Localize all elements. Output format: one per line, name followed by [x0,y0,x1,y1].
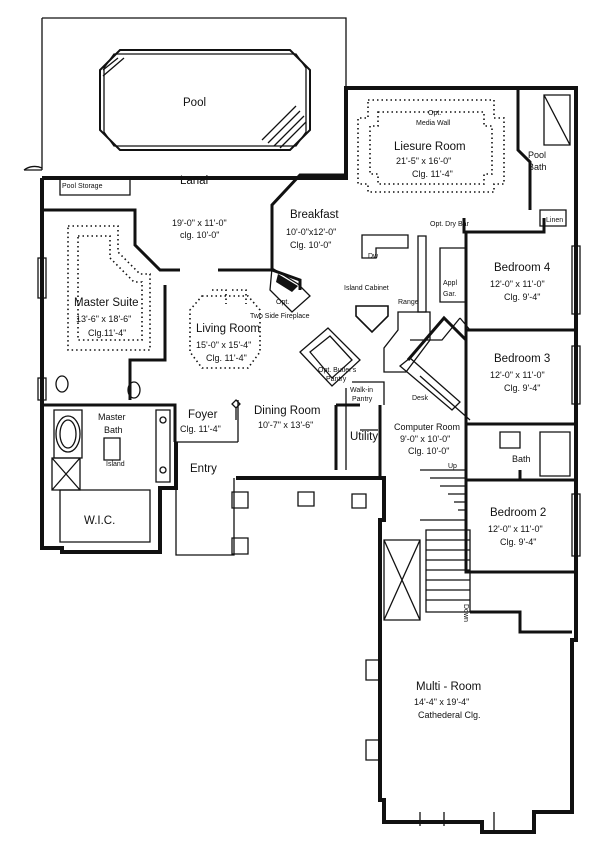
stairs-up-label: Up [448,463,457,470]
room-labels: Pool Storage Lanai 19'-0" x 11'-0" clg. … [62,110,563,720]
range-label: Range [398,299,419,306]
bath-label: Bath [512,454,531,464]
dry-bar-label: Opt. Dry Bar [430,221,470,228]
fireplace-label: Two Side Fireplace [250,313,310,320]
bedroom4-label: Bedroom 4 [494,262,551,274]
lanai-label: Lanai [180,175,208,187]
dw-label: Dw [368,253,379,260]
breakfast-clg: Clg. 10'-0" [290,240,331,250]
pool-storage-label: Pool Storage [62,183,103,190]
master-suite-dims: 13'-6" x 18'-6" [76,314,131,324]
exterior-walls [40,86,578,834]
linen-label: Linen [546,217,563,224]
dining-room-dims: 10'-7" x 13'-6" [258,420,313,430]
main-stairs [420,469,471,613]
pool-area [23,17,347,171]
butlers-pantry-label-1: Opt. Butler's [318,367,357,374]
living-room-label: Living Room [196,323,260,335]
entry-label: Entry [190,463,217,475]
computer-room-dims: 9'-0" x 10'-0" [400,434,450,444]
desk-label: Desk [412,395,428,402]
island-cabinet-label: Island Cabinet [344,285,389,292]
foyer-clg: Clg. 11'-4" [180,424,221,434]
stairs-down-label: Down [462,604,469,622]
pool-bath-label-2: Bath [528,162,547,172]
master-suite-label: Master Suite [74,297,139,309]
foyer-label: Foyer [188,409,218,421]
dining-room-label: Dining Room [254,405,320,417]
computer-room-clg: Clg. 10'-0" [408,446,449,456]
lanai-dims: 19'-0" x 11'-0" [172,218,227,228]
multi-room-clg: Cathederal Clg. [418,710,481,720]
leisure-opt-label: Opt. [428,110,441,117]
fireplace-opt-label: Opt. [276,299,289,306]
master-suite-clg: Clg.11'-4" [88,328,126,338]
pool-steps [102,57,307,149]
bedroom4-clg: Clg. 9'-4" [504,292,540,302]
bedroom3-clg: Clg. 9'-4" [504,383,540,393]
pool-label: Pool [183,97,206,109]
computer-room-label: Computer Room [394,422,460,432]
master-bath-label-1: Master [98,412,126,422]
leisure-media-wall-label: Media Wall [416,120,451,127]
bedroom4-dims: 12'-0" x 11'-0" [490,279,545,289]
wic-label: W.I.C. [84,515,115,527]
master-bath-label-2: Bath [104,425,123,435]
master-bath-island-label: Island [106,461,125,468]
pool-shape [99,49,311,151]
leisure-dims: 21'-5" x 16'-0" [396,156,451,166]
walkin-pantry-label-2: Pantry [352,396,373,403]
bedroom2-dims: 12'-0" x 11'-0" [488,524,543,534]
bedroom3-dims: 12'-0" x 11'-0" [490,370,545,380]
living-room-clg: Clg. 11'-4" [206,353,247,363]
bedroom2-label: Bedroom 2 [490,507,546,519]
appl-label: Appl [443,280,457,287]
multi-room-label: Multi - Room [416,681,481,693]
walkin-pantry-label-1: Walk-in [350,387,373,394]
butlers-pantry-label-2: Pantry [326,376,347,383]
leisure-clg: Clg. 11'-4" [412,169,453,179]
lanai-clg: clg. 10'-0" [180,230,219,240]
breakfast-dims: 10'-0"x12'-0" [286,227,336,237]
pool-bath-label-1: Pool [528,150,546,160]
leisure-room-label: Liesure Room [394,141,466,153]
bedroom2-clg: Clg. 9'-4" [500,537,536,547]
interior-walls [37,88,581,832]
gar-label: Gar. [443,291,456,298]
living-room-dims: 15'-0" x 15'-4" [196,340,251,350]
breakfast-label: Breakfast [290,209,339,221]
utility-label: Utility [350,431,378,443]
multi-room-dims: 14'-4" x 19'-4" [414,697,469,707]
bedroom3-label: Bedroom 3 [494,353,550,365]
